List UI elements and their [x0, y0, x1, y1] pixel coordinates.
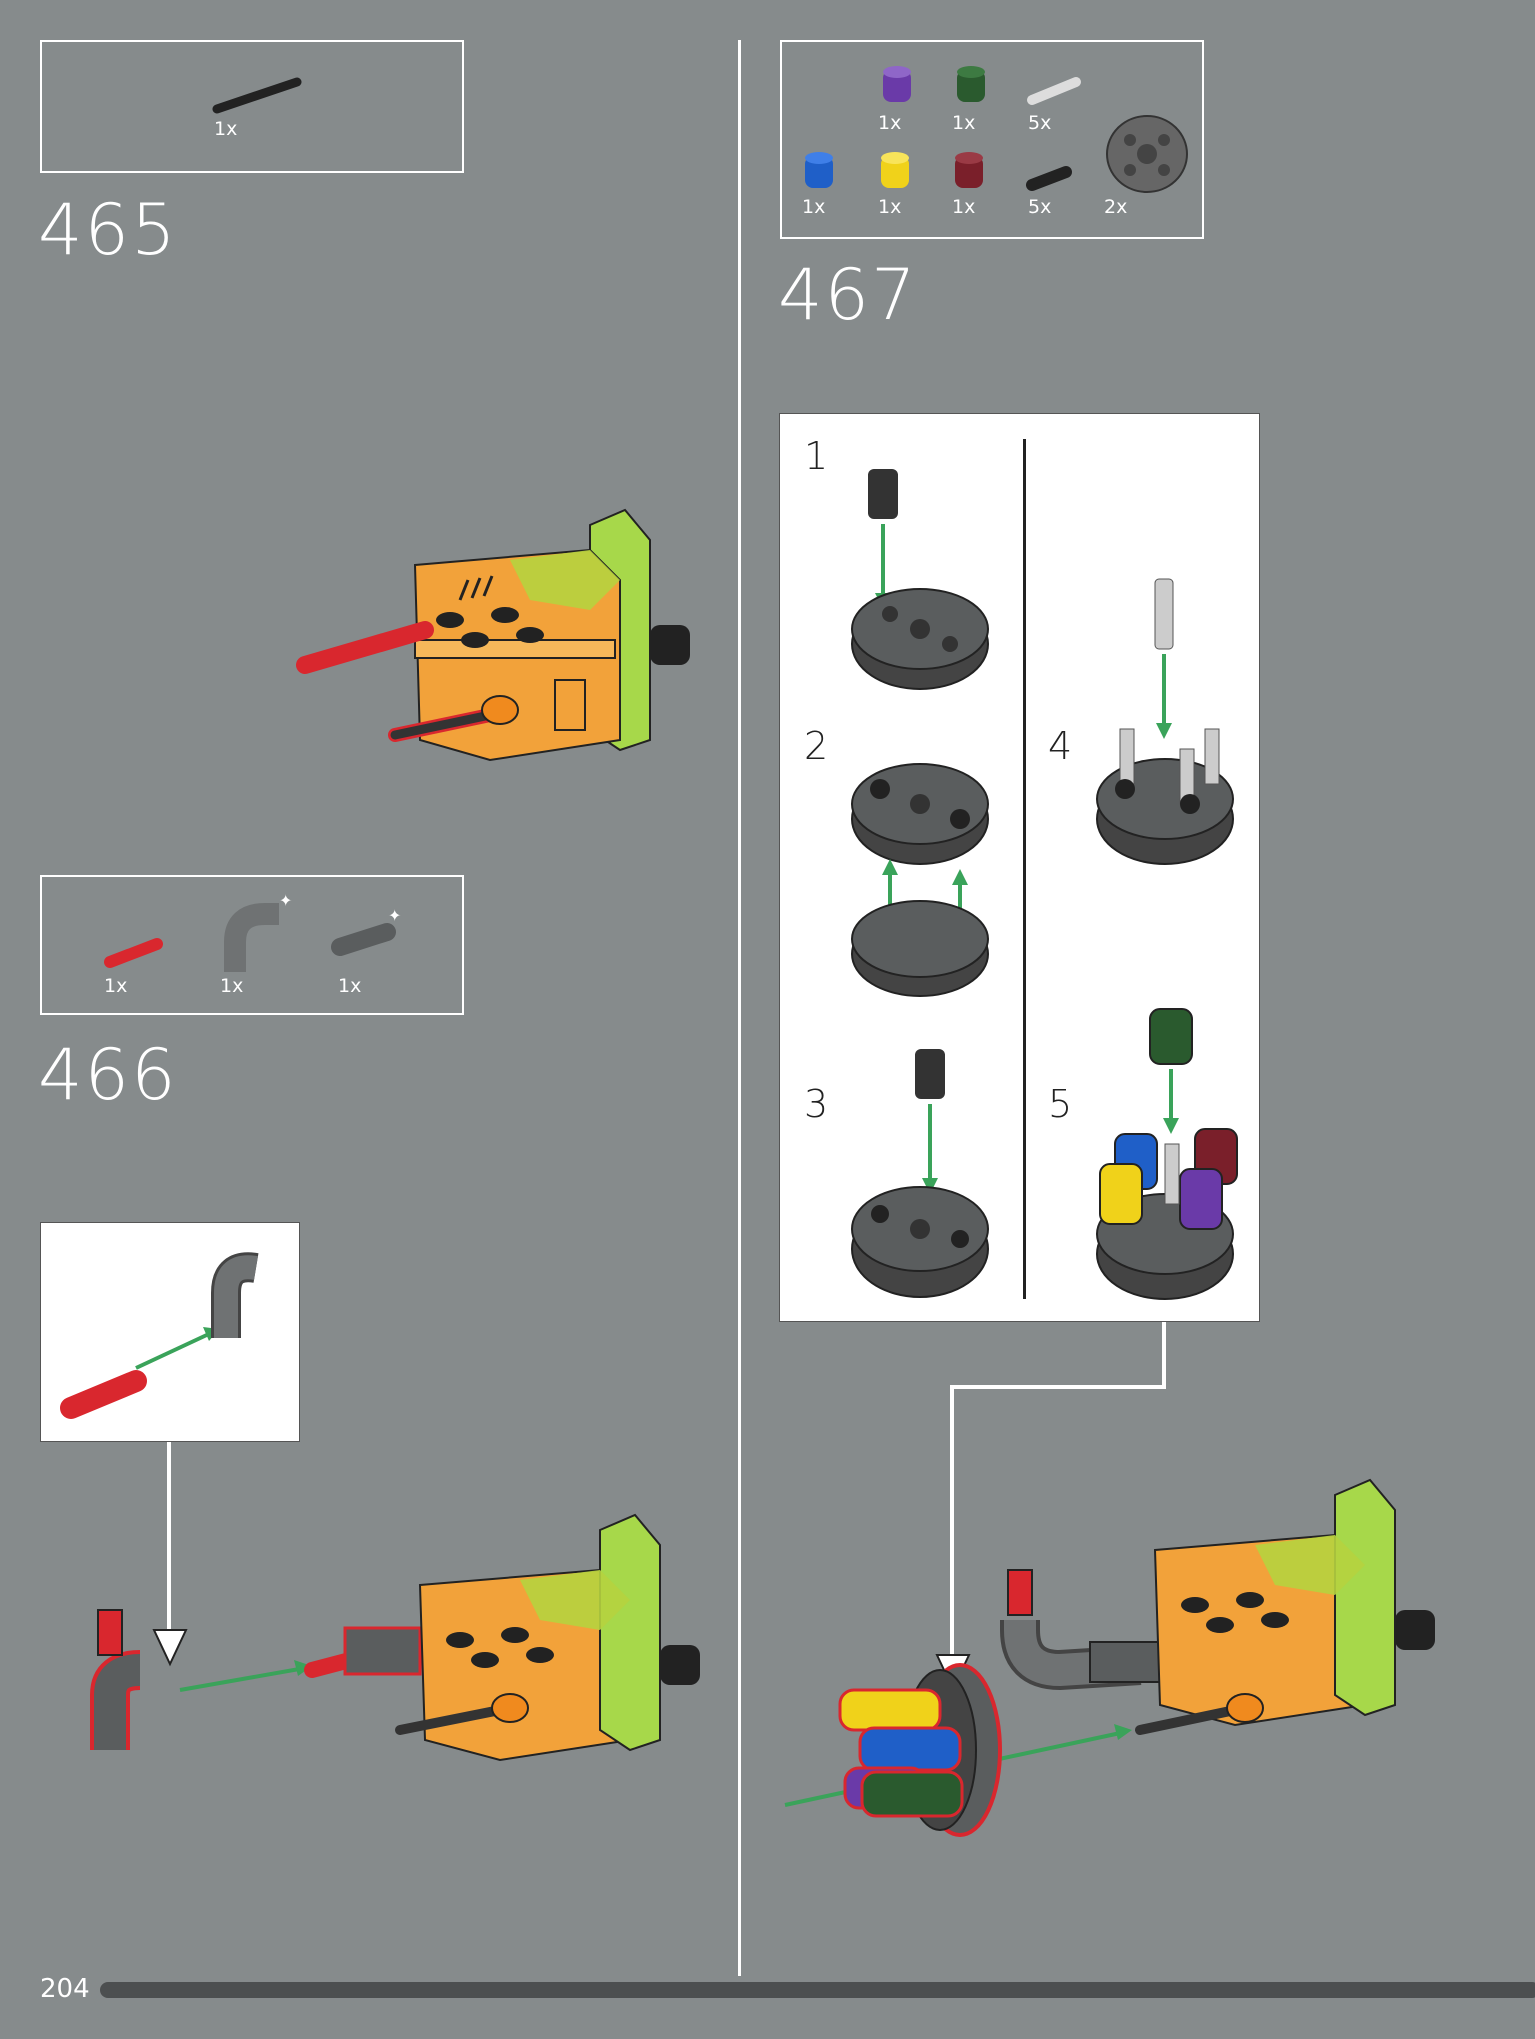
gray-pin-connector-icon: ✦ [331, 906, 401, 956]
gray-pin-connector-qty: 1x [338, 975, 362, 997]
substep-2-label: 2 [804, 724, 829, 768]
gray-elbow-qty: 1x [220, 975, 244, 997]
step-465-model-illustration [296, 508, 690, 762]
dark-red-round-brick-icon [955, 152, 983, 188]
substep-3-illustration [851, 1049, 989, 1298]
light-gray-pin-icon [1027, 77, 1081, 105]
substep-1-illustration [851, 469, 989, 690]
blue-round-brick-icon [805, 152, 833, 188]
black-pin-qty: 5x [1028, 196, 1052, 218]
blue-brick-qty: 1x [802, 196, 826, 218]
step-466-parts-box: 1x ✦ 1x ✦ 1x [40, 875, 464, 1015]
green-round-brick-icon [957, 66, 985, 102]
purple-round-brick-icon [883, 66, 911, 102]
substep-5-illustration [1096, 1008, 1238, 1300]
substep-3-label: 3 [804, 1082, 829, 1126]
callout-arrow-head [152, 1629, 188, 1667]
step-467-model-illustration [784, 1478, 1435, 1837]
substep-5-label: 5 [1048, 1082, 1073, 1126]
purple-brick-qty: 1x [878, 112, 902, 134]
black-axle-icon [212, 77, 302, 114]
substep-1-label: 1 [804, 434, 829, 478]
step-466-number: 466 [38, 1034, 178, 1116]
yellow-brick-qty: 1x [878, 196, 902, 218]
callout-connector-vertical-1 [1162, 1322, 1166, 1387]
svg-text:✦: ✦ [388, 906, 401, 925]
step-467-callout: 1 2 3 4 [779, 413, 1260, 1322]
callout-assembly-illustration [60, 1252, 259, 1419]
gray-wheel-icon [1106, 115, 1188, 193]
green-brick-qty: 1x [952, 112, 976, 134]
step-467-number: 467 [778, 254, 918, 336]
black-pin-icon [1026, 166, 1072, 191]
callout-connector-vertical-2 [950, 1385, 954, 1655]
gray-elbow-icon: ✦ [224, 891, 292, 972]
yellow-round-brick-icon [881, 152, 909, 188]
progress-bar [100, 1982, 1535, 1998]
step-467-parts-box: 1x 1x 5x 1x 1x 1x 5x 2x [780, 40, 1204, 239]
callout-connector-horizontal [950, 1385, 1166, 1389]
step-466-callout [40, 1222, 300, 1442]
red-axle-icon [104, 938, 163, 968]
dark-red-brick-qty: 1x [952, 196, 976, 218]
substep-2-illustration [851, 763, 989, 997]
gray-wheel-qty: 2x [1104, 196, 1128, 218]
column-divider [738, 40, 741, 1976]
substep-4-illustration [1096, 578, 1234, 865]
step-466-model-illustration [90, 1513, 700, 1762]
light-gray-pin-qty: 5x [1028, 112, 1052, 134]
substep-4-label: 4 [1048, 724, 1073, 768]
step-465-parts-box: 1x [40, 40, 464, 173]
callout-inner-divider [1023, 439, 1026, 1299]
callout-connector-line [167, 1442, 171, 1642]
svg-text:✦: ✦ [279, 891, 292, 910]
red-axle-qty: 1x [104, 975, 128, 997]
step-465-number: 465 [38, 189, 178, 271]
step-465-part-qty: 1x [214, 118, 238, 140]
page-number: 204 [40, 1974, 90, 2004]
